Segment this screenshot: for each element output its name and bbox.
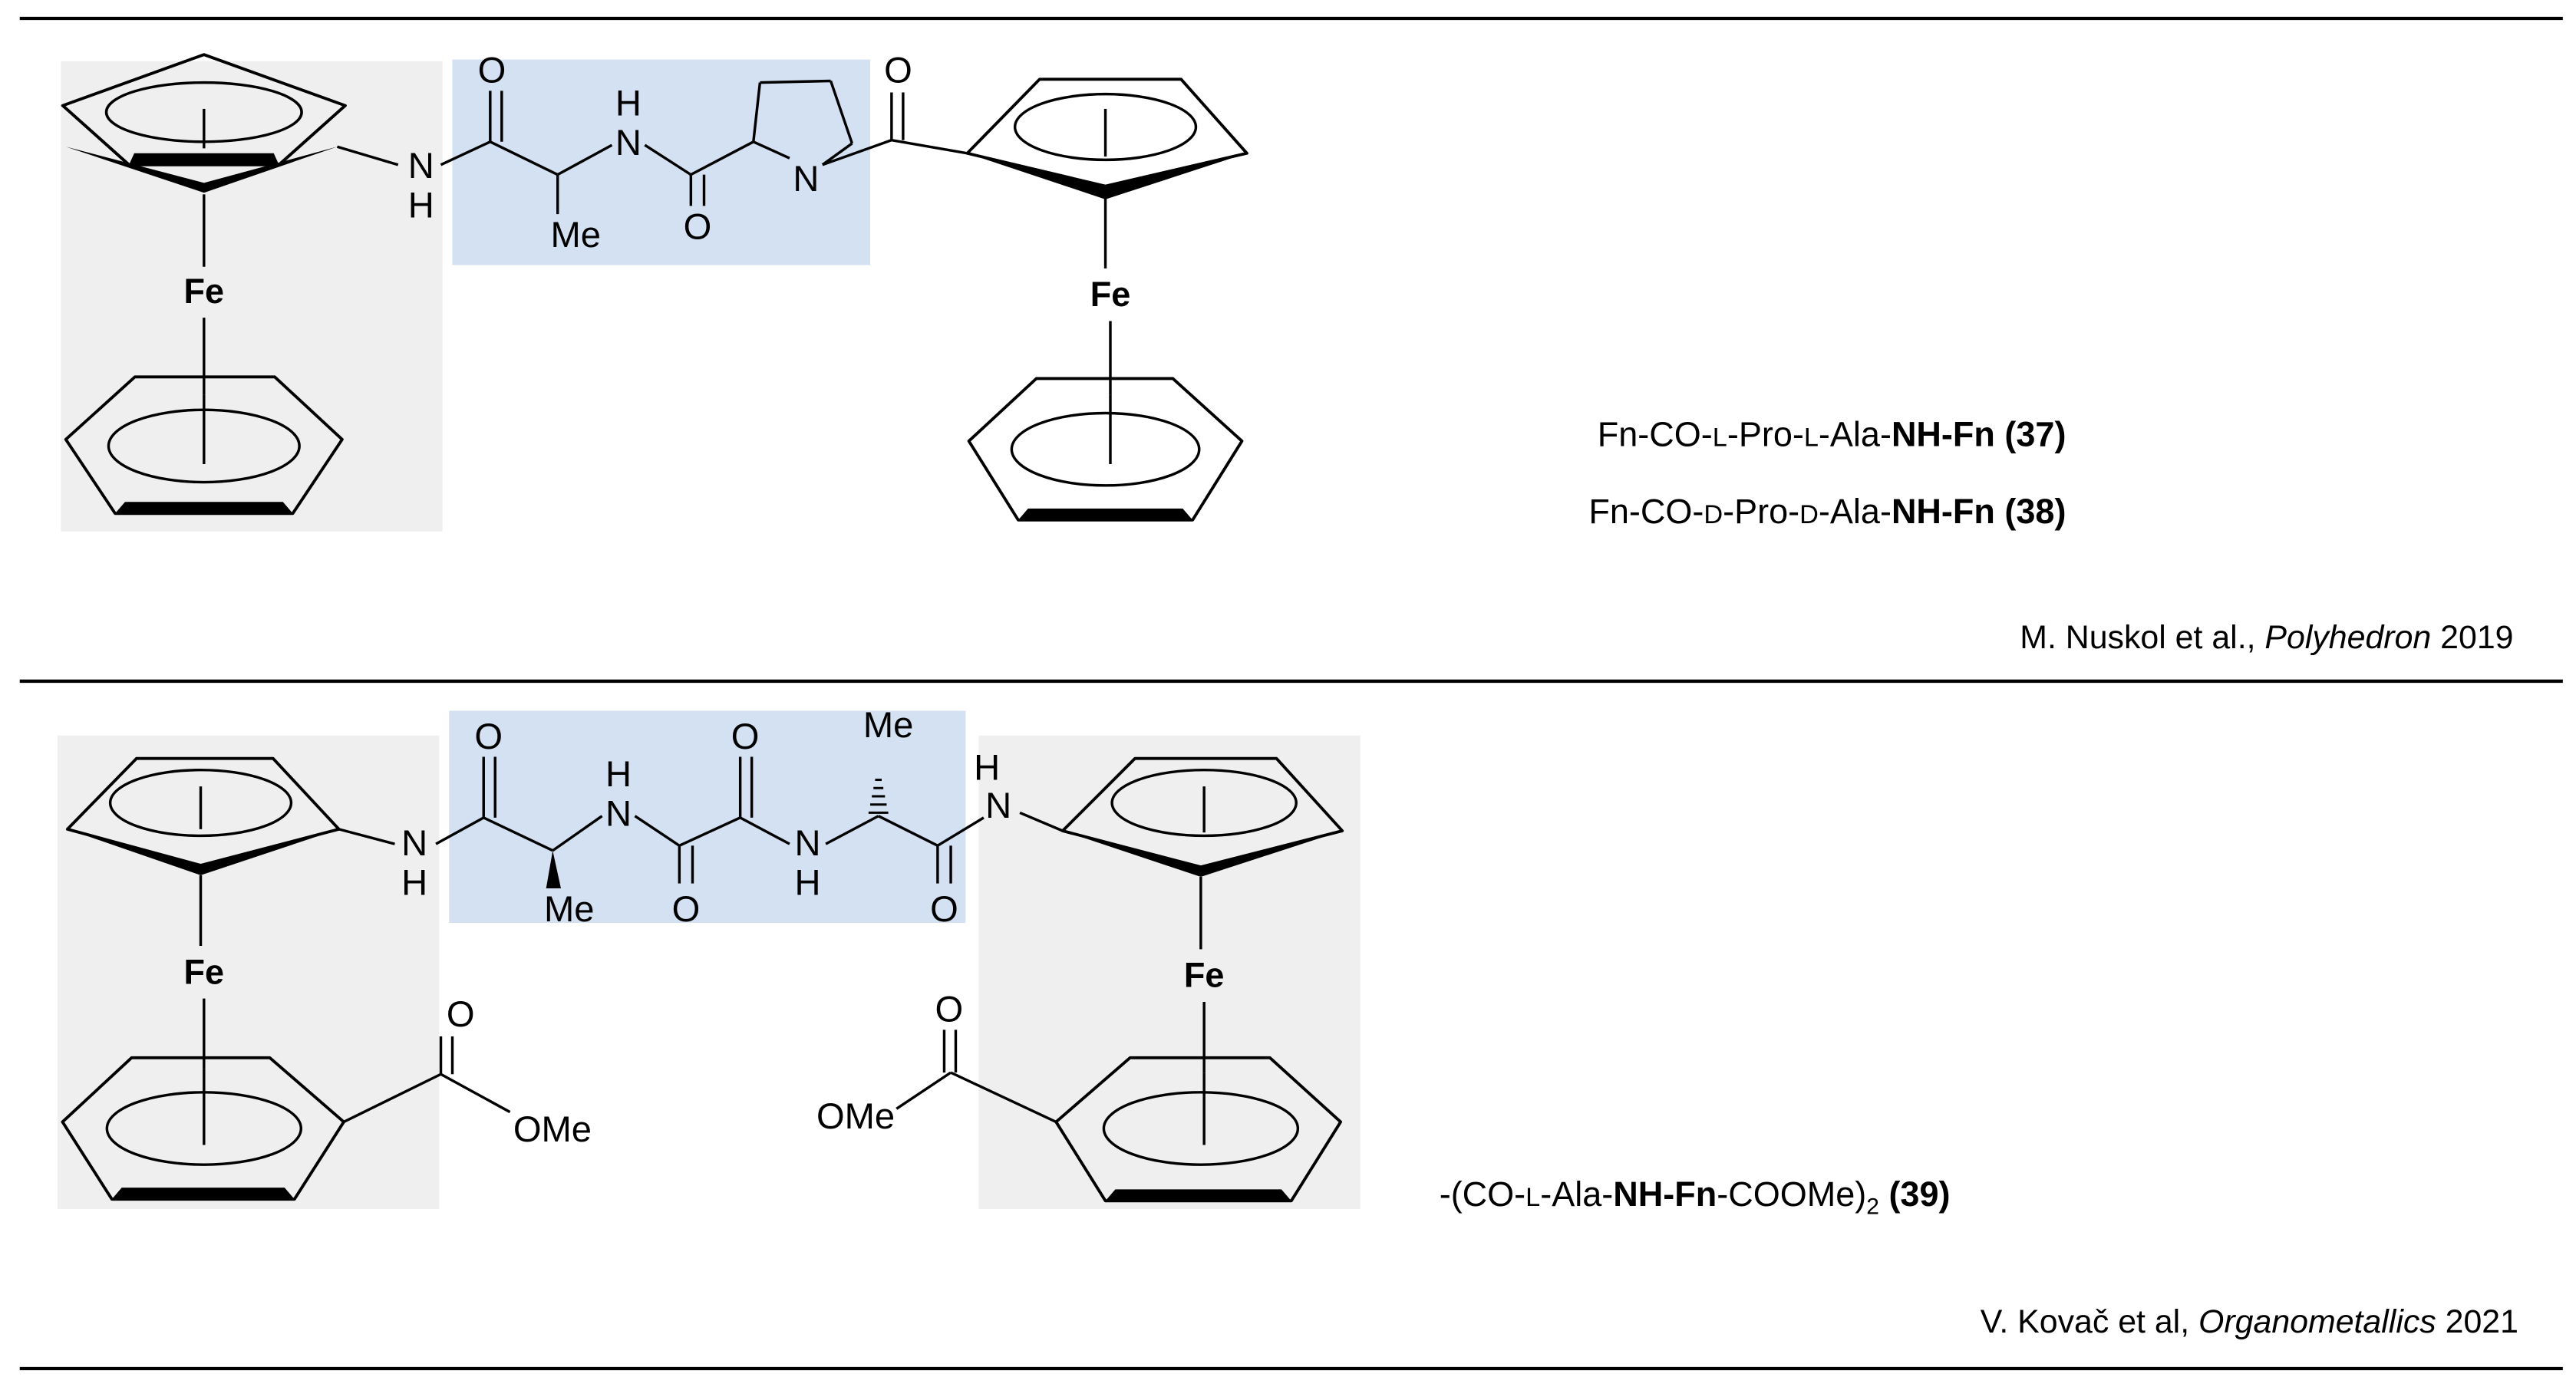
alanine-methyl-label-1: Me	[544, 888, 595, 929]
oxalyl-bis-alanine-backbone	[338, 756, 1064, 884]
ester-ome-left: OMe	[513, 1109, 592, 1149]
carbonyl-o-7: O	[930, 888, 958, 929]
carbonyl-o-4: O	[474, 716, 503, 756]
amide-n-4: N	[605, 793, 632, 834]
ester-carbonyl-o-right: O	[935, 989, 964, 1030]
iron-atom-label: Fe	[1090, 275, 1131, 314]
compound-37-label: Fn-CO-L-Pro-L-Ala-NH-Fn (37)	[1598, 414, 2066, 453]
amide-h-6: H	[974, 747, 1000, 788]
amide-h-3: H	[401, 862, 427, 903]
ferrocenyl-amine-unit-top: Fe	[61, 53, 347, 516]
amide-n-3: N	[401, 822, 427, 863]
carbonyl-o-2: O	[684, 206, 712, 246]
compound-39-label: -(CO-L-Ala-NH-Fn-COOMe)2 (39)	[1440, 1175, 1951, 1220]
ferrocene-box-bottom-right	[978, 735, 1361, 1210]
alanine-methyl-label-2: Me	[863, 704, 914, 745]
reference-2: V. Kovač et al, Organometallics 2021	[1981, 1303, 2518, 1340]
cp-ring-icon	[61, 53, 347, 166]
ester-ome-right: OMe	[816, 1095, 895, 1136]
amide-n-6: N	[985, 785, 1011, 825]
iron-atom-label: Fe	[184, 952, 225, 991]
amide-n-5: N	[795, 822, 821, 863]
ester-carbonyl-o-left: O	[447, 993, 475, 1034]
amide-h-5: H	[795, 862, 821, 903]
cp-ring-icon	[64, 375, 344, 516]
amide-n-1: N	[408, 145, 434, 186]
peptide-backbone-top	[336, 79, 968, 215]
amide-h-2: H	[615, 82, 642, 123]
carbonyl-o-6: O	[731, 716, 760, 756]
ferrocene-ester-unit-right: Fe O OMe	[816, 756, 1344, 1203]
iron-atom-label: Fe	[1184, 956, 1225, 995]
iron-atom-label: Fe	[184, 272, 225, 311]
amide-h-4: H	[605, 753, 632, 794]
carbonyl-o-1: O	[478, 50, 506, 91]
amide-h-1: H	[408, 184, 434, 225]
alanine-methyl-label: Me	[551, 214, 602, 255]
ferrocenoyl-unit-top: Fe	[965, 77, 1248, 522]
carbonyl-o-5: O	[672, 888, 701, 929]
carbonyl-o-3: O	[884, 50, 912, 91]
ferrocene-box-top-left	[61, 61, 443, 532]
ferrocene-ester-unit-left: Fe O OMe	[61, 756, 592, 1201]
reference-1: M. Nuskol et al., Polyhedron 2019	[2020, 619, 2513, 656]
hash-bond-alanine-2	[868, 779, 889, 814]
compound-38-label: Fn-CO-D-Pro-D-Ala-NH-Fn (38)	[1588, 492, 2066, 531]
peptide-box-top	[452, 59, 871, 265]
wedge-bond-alanine-1	[546, 850, 561, 889]
ferrocene-box-bottom-left	[58, 735, 440, 1210]
amide-n-2: N	[615, 122, 642, 163]
proline-n-label: N	[793, 158, 819, 199]
